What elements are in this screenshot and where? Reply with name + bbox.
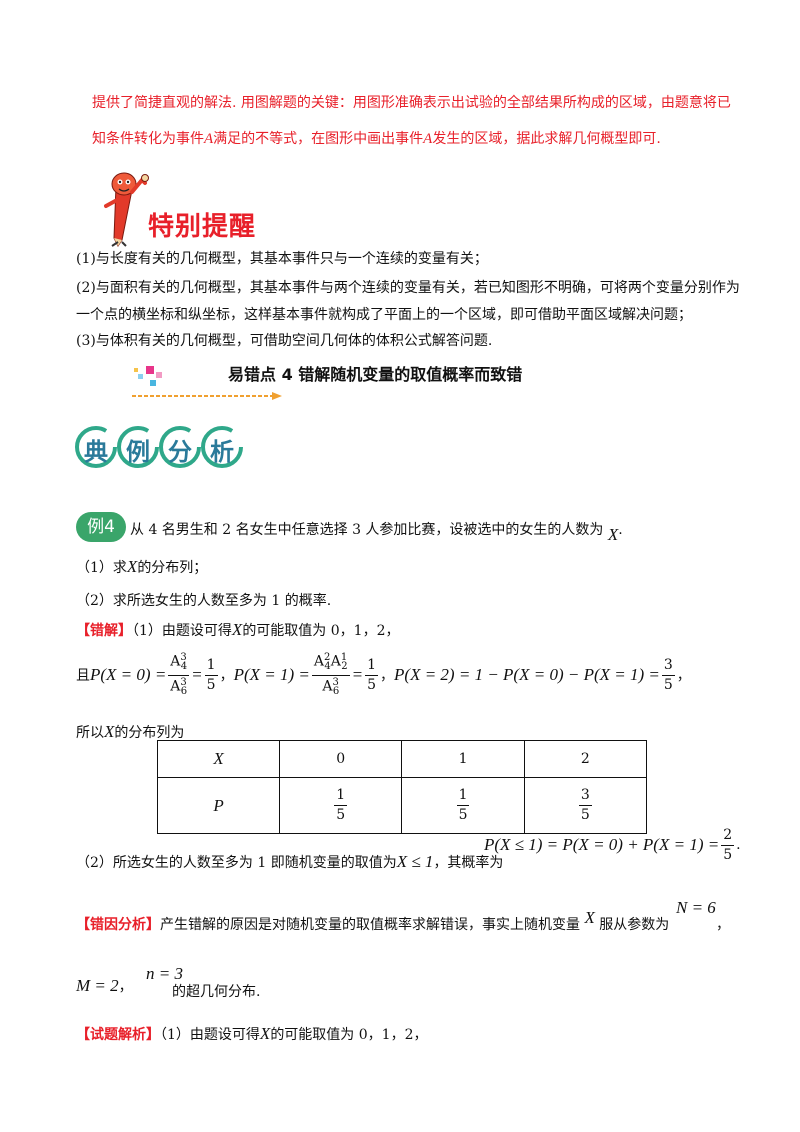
banner-char-3: 分: [168, 438, 192, 466]
reminder-item-3: 一个点的横坐标和纵坐标，这样基本事件就构成了平面上的一个区域，即可借助平面区域解…: [76, 307, 692, 323]
analysis-param-small-n: n = 3: [146, 964, 183, 983]
table-header-cell: X: [156, 740, 281, 778]
wrong-solution-line-1: 【错解】（1）由题设可得X的可能取值为 0，1，2，: [76, 620, 400, 639]
analysis-line-2: M = 2，: [76, 976, 133, 995]
example-banner: [72, 424, 252, 470]
fraction-p1-comb: A24A12 A36: [311, 651, 350, 697]
reminder-title: 特别提醒: [148, 212, 257, 242]
banner-char-1: 典: [84, 438, 108, 466]
wrong-part-2: （2）所选女生的人数至多为 1 即随机变量的取值为X ≤ 1，其概率为: [76, 852, 504, 871]
question-2: （2）求所选女生的人数至多为 1 的概率.: [76, 593, 332, 609]
pencil-mascot-icon: [92, 166, 152, 248]
example-statement: 从 4 名男生和 2 名女生中任意选择 3 人参加比赛，设被选中的女生的人数为 …: [130, 522, 623, 544]
reminder-item-1: (1)与长度有关的几何概型，其基本事件只与一个连续的变量有关；: [76, 251, 488, 267]
example-badge: 例4: [76, 512, 126, 542]
analysis-comma: ，: [716, 917, 730, 933]
table-header-row: X 0 1 2: [156, 740, 648, 778]
analysis-line-1: 【错因分析】产生错解的原因是对随机变量的取值概率求解错误，事实上随机变量 X 服…: [76, 908, 670, 933]
banner-char-2: 例: [126, 438, 150, 466]
analysis-param-n: N = 6: [676, 898, 716, 917]
banner-char-4: 析: [210, 438, 234, 466]
reminder-item-4: (3)与体积有关的几何概型，可借助空间几何体的体积公式解答问题.: [76, 333, 493, 349]
question-1: （1）求X的分布列；: [76, 557, 208, 576]
table-header-cell: 2: [523, 740, 648, 778]
table-header-cell: 1: [401, 740, 525, 778]
intro-line-1: 提供了简捷直观的解法. 用图解题的关键：用图形准确表示出试验的全部结果所构成的区…: [92, 95, 731, 111]
analysis-line-2-end: 的超几何分布.: [172, 984, 261, 1000]
fraction-p0-comb: A34 A36: [168, 651, 190, 697]
reminder-item-2: (2)与面积有关的几何概型，其基本事件与两个连续的变量有关，若已知图形不明确，可…: [76, 280, 740, 296]
intro-line-2: 知条件转化为事件A满足的不等式，在图形中画出事件A发生的区域，据此求解几何概型即…: [92, 131, 661, 147]
section-arrow-decoration: [128, 358, 288, 402]
solution-line-1: 【试题解析】（1）由题设可得X的可能取值为 0，1，2，: [76, 1024, 428, 1043]
section-title: 易错点 4 错解随机变量的取值概率而致错: [228, 365, 523, 384]
table-row-label: P: [156, 777, 281, 834]
table-header-cell: 0: [279, 740, 403, 778]
distribution-intro: 所以X的分布列为: [76, 722, 185, 741]
